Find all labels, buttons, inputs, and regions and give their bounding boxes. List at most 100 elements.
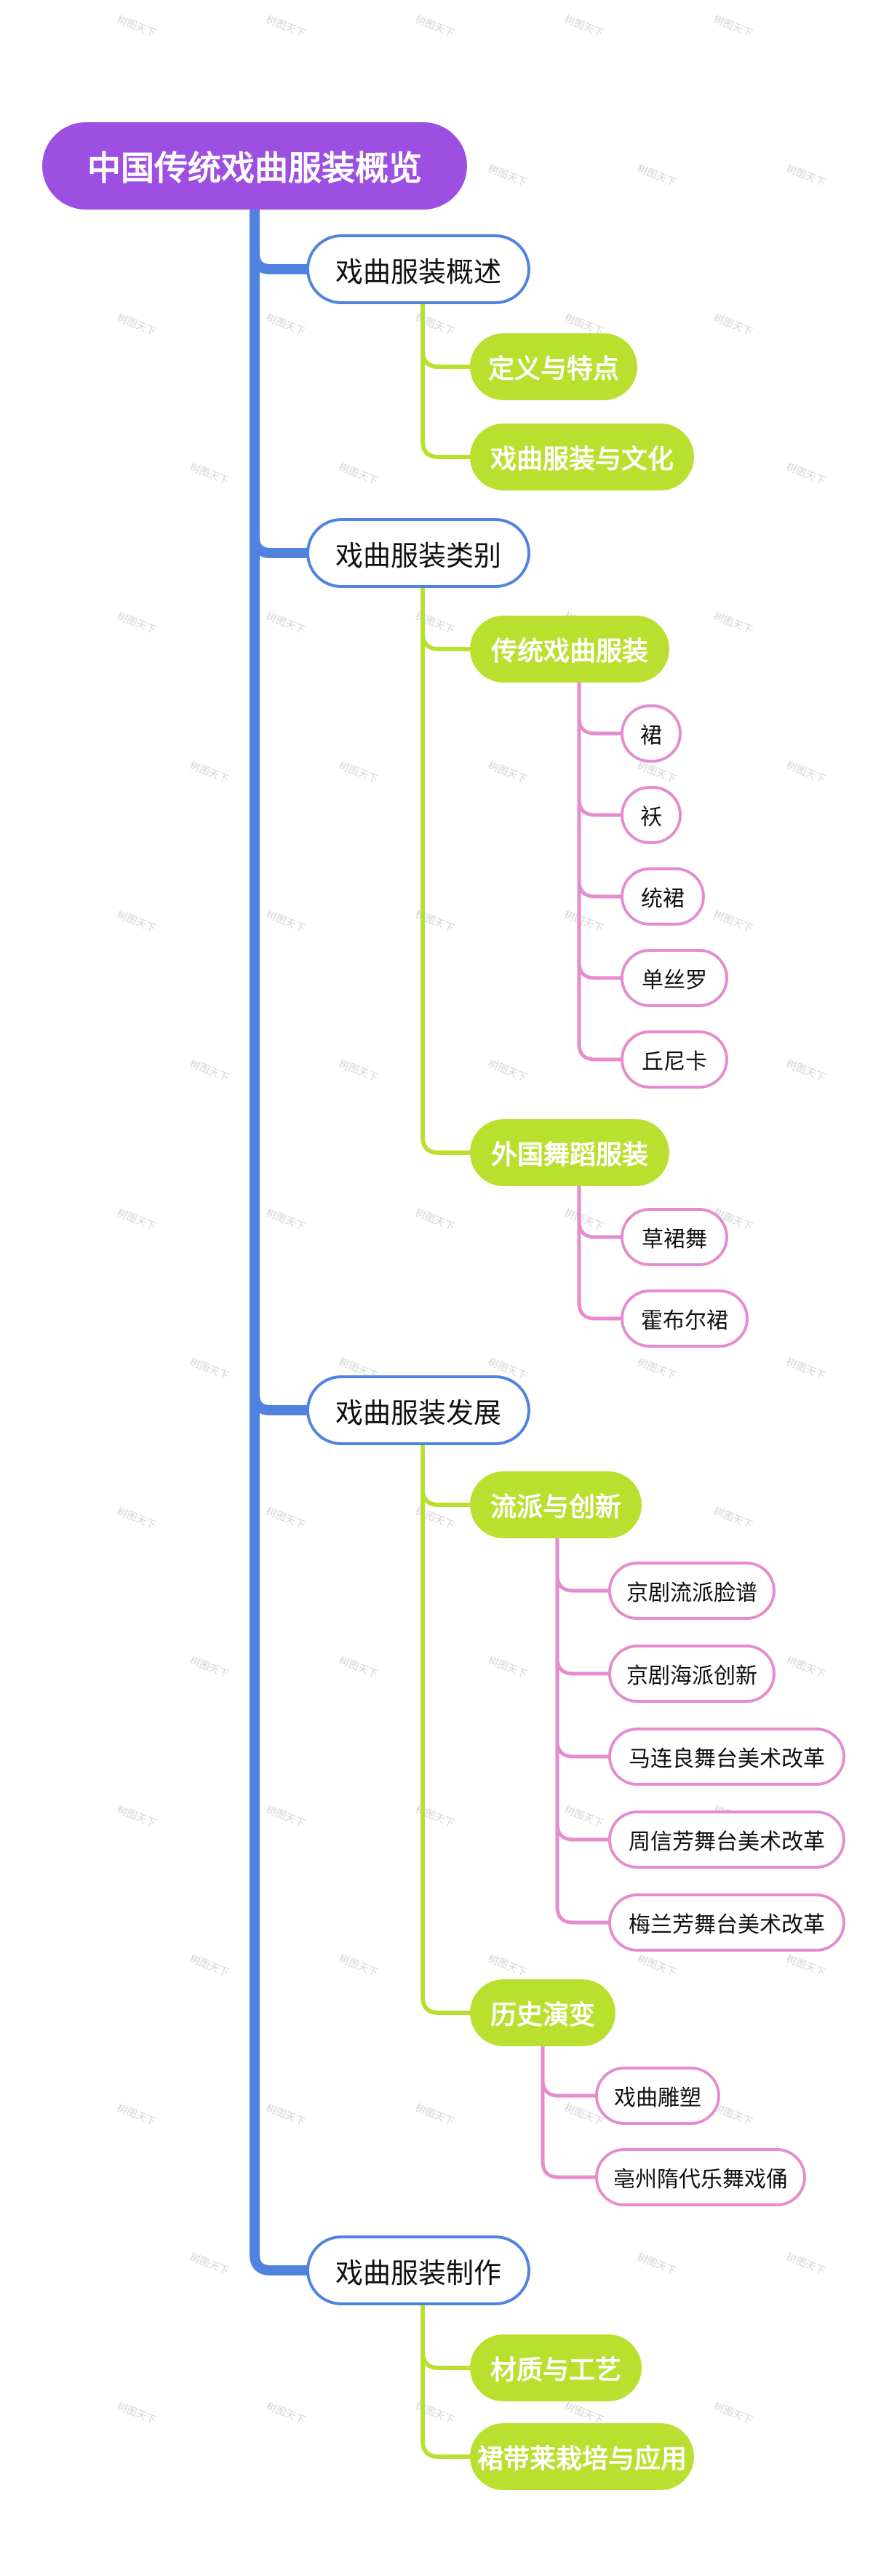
watermark-text-12: 树图天下 <box>414 312 456 338</box>
watermark-text-39: 树图天下 <box>785 1058 827 1084</box>
watermark-text-26: 树图天下 <box>338 760 380 786</box>
watermark-text-75: 树图天下 <box>188 2251 231 2278</box>
watermark-text-33: 树图天下 <box>563 909 605 935</box>
root-node[interactable]: 中国传统戏曲服装概览 <box>42 122 467 210</box>
connector-line-12 <box>577 680 623 736</box>
leaf-single-silk[interactable]: 单丝罗 <box>621 949 728 1007</box>
watermark-text-29: 树图天下 <box>785 760 827 786</box>
watermark-text-80: 树图天下 <box>116 2401 158 2427</box>
watermark-text-11: 树图天下 <box>265 312 307 338</box>
watermark-text-34: 树图天下 <box>712 909 754 935</box>
leaf-hula-dance[interactable]: 草裙舞 <box>621 1208 728 1266</box>
watermark-text-32: 树图天下 <box>414 909 456 935</box>
watermark-text-27: 树图天下 <box>487 760 529 786</box>
watermark-text-22: 树图天下 <box>414 611 456 637</box>
connector-line-7 <box>420 586 472 1155</box>
topic-foreign-dance-costume[interactable]: 外国舞蹈服装 <box>470 1119 669 1186</box>
connector-line-5 <box>420 302 472 459</box>
leaf-peking-opera-masks[interactable]: 京剧流派脸谱 <box>608 1562 776 1620</box>
watermark-text-14: 树图天下 <box>712 312 754 338</box>
branch-production[interactable]: 戏曲服装制作 <box>306 2235 530 2305</box>
leaf-tunica[interactable]: 丘尼卡 <box>621 1030 728 1089</box>
watermark-text-9: 树图天下 <box>785 163 827 189</box>
watermark-text-65: 树图天下 <box>188 1953 231 1979</box>
watermark-text-36: 树图天下 <box>338 1058 380 1084</box>
connector-line-25 <box>541 2044 597 2179</box>
watermark-text-51: 树图天下 <box>265 1506 307 1532</box>
watermark-text-62: 树图天下 <box>414 1804 456 1830</box>
connector-line-18 <box>577 1184 623 1321</box>
connector-line-13 <box>577 680 623 817</box>
connector-line-21 <box>555 1536 610 1759</box>
watermark-text-35: 树图天下 <box>188 1058 231 1084</box>
watermark-text-56: 树图天下 <box>338 1655 380 1681</box>
branch-overview[interactable]: 戏曲服装概述 <box>306 234 530 304</box>
watermark-text-42: 树图天下 <box>414 1207 456 1233</box>
watermark-text-28: 树图天下 <box>636 760 678 786</box>
watermark-text-81: 树图天下 <box>265 2401 307 2427</box>
connector-line-8 <box>420 1443 472 1507</box>
leaf-shanghai-school[interactable]: 京剧海派创新 <box>608 1645 776 1703</box>
watermark-text-45: 树图天下 <box>188 1356 231 1383</box>
leaf-skirt[interactable]: 裙 <box>621 704 682 763</box>
branch-categories[interactable]: 戏曲服装类别 <box>306 518 530 588</box>
watermark-text-21: 树图天下 <box>265 611 307 637</box>
watermark-text-72: 树图天下 <box>414 2102 456 2128</box>
watermark-text-7: 树图天下 <box>487 163 529 189</box>
watermark-text-16: 树图天下 <box>338 461 380 488</box>
watermark-text-24: 树图天下 <box>712 611 754 637</box>
topic-historical-evolution[interactable]: 历史演变 <box>470 1979 615 2046</box>
topic-schools-innovation[interactable]: 流派与创新 <box>470 1471 642 1538</box>
watermark-text-52: 树图天下 <box>414 1506 456 1532</box>
watermark-text-67: 树图天下 <box>487 1953 529 1979</box>
leaf-zhou-xinfang-reform[interactable]: 周信芳舞台美术改革 <box>608 1810 845 1869</box>
watermark-text-55: 树图天下 <box>188 1655 231 1681</box>
connector-line-0 <box>250 204 311 274</box>
watermark-text-50: 树图天下 <box>116 1506 158 1532</box>
watermark-text-79: 树图天下 <box>785 2251 827 2278</box>
leaf-tube-skirt[interactable]: 统裙 <box>621 867 705 926</box>
watermark-text-10: 树图天下 <box>116 312 158 338</box>
watermark-text-66: 树图天下 <box>338 1953 380 1979</box>
connector-line-9 <box>420 1443 472 2015</box>
watermark-text-30: 树图天下 <box>116 909 158 935</box>
topic-traditional-costume[interactable]: 传统戏曲服装 <box>470 616 669 683</box>
leaf-mei-lanfang-reform[interactable]: 梅兰芳舞台美术改革 <box>608 1893 845 1952</box>
connector-line-16 <box>577 680 623 1062</box>
watermark-text-78: 树图天下 <box>636 2251 678 2278</box>
leaf-ma-lianliang-reform[interactable]: 马连良舞台美术改革 <box>608 1728 845 1786</box>
watermark-text-60: 树图天下 <box>116 1804 158 1830</box>
topic-kelp-cultivation[interactable]: 裙带莱栽培与应用 <box>470 2423 694 2490</box>
watermark-text-57: 树图天下 <box>487 1655 529 1681</box>
watermark-text-1: 树图天下 <box>265 14 307 40</box>
connector-line-22 <box>555 1536 610 1842</box>
connector-line-24 <box>541 2044 597 2098</box>
watermark-text-2: 树图天下 <box>414 14 456 40</box>
leaf-opera-sculpture[interactable]: 戏曲雕塑 <box>595 2067 720 2125</box>
connector-line-3 <box>250 204 311 2275</box>
watermark-text-71: 树图天下 <box>265 2102 307 2128</box>
topic-materials-craft[interactable]: 材质与工艺 <box>470 2334 642 2401</box>
watermark-text-59: 树图天下 <box>785 1655 827 1681</box>
connector-layer <box>250 204 623 2459</box>
watermark-text-25: 树图天下 <box>188 760 231 786</box>
watermark-text-37: 树图天下 <box>487 1058 529 1084</box>
topic-costume-culture[interactable]: 戏曲服装与文化 <box>470 424 694 490</box>
topic-definition-features[interactable]: 定义与特点 <box>470 333 637 400</box>
watermark-text-20: 树图天下 <box>116 611 158 637</box>
watermark-text-19: 树图天下 <box>785 461 827 488</box>
connector-line-14 <box>577 680 623 899</box>
watermark-text-31: 树图天下 <box>265 909 307 935</box>
connector-line-19 <box>555 1536 610 1593</box>
watermark-text-48: 树图天下 <box>636 1356 678 1383</box>
leaf-bozhou-sui-figurines[interactable]: 亳州隋代乐舞戏俑 <box>595 2148 806 2206</box>
watermark-text-4: 树图天下 <box>712 14 754 40</box>
leaf-hobble-skirt[interactable]: 霍布尔裙 <box>621 1289 749 1348</box>
branch-development[interactable]: 戏曲服装发展 <box>306 1375 530 1445</box>
watermark-text-3: 树图天下 <box>563 14 605 40</box>
watermark-text-70: 树图天下 <box>116 2102 158 2128</box>
leaf-jacket[interactable]: 袄 <box>621 786 682 844</box>
watermark-text-54: 树图天下 <box>712 1506 754 1532</box>
watermark-text-69: 树图天下 <box>785 1953 827 1979</box>
